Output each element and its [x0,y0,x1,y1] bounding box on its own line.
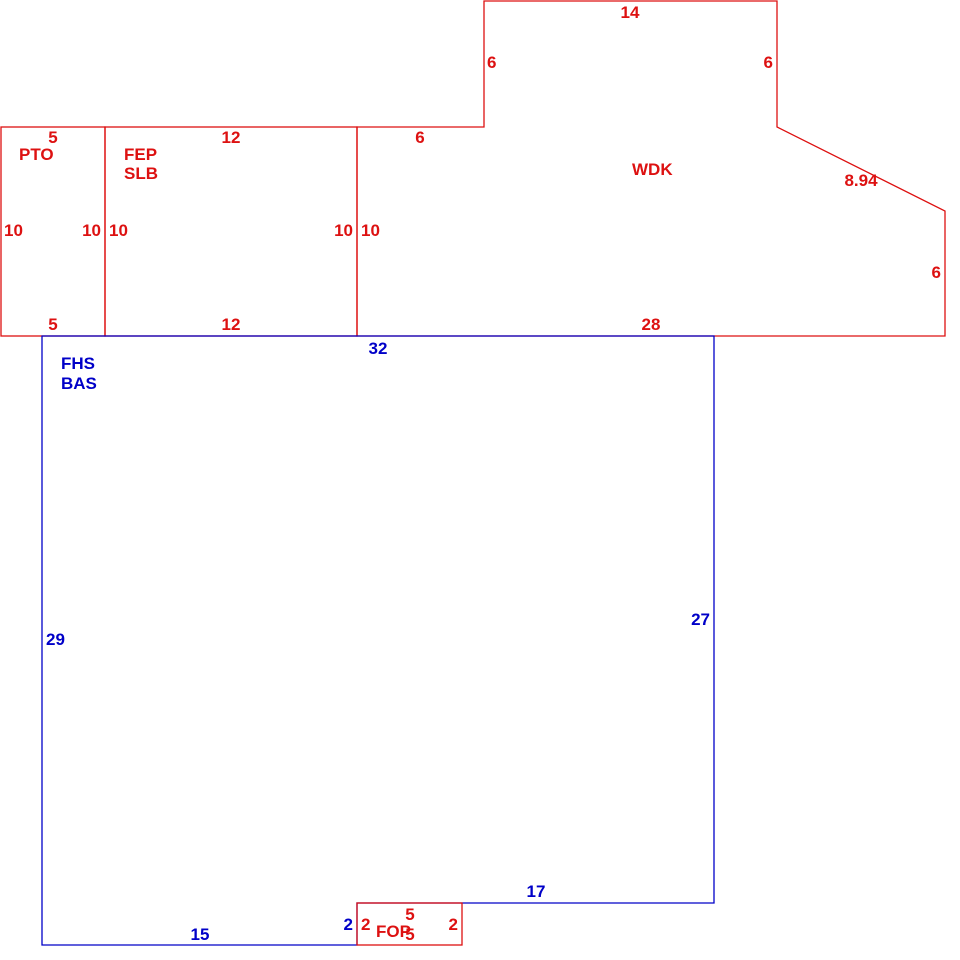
wdk-upper-left-dim: 6 [487,53,496,72]
wdk-left-dim: 10 [361,221,380,240]
fop-left-dim: 2 [361,915,370,934]
slb-left-dim: 10 [109,221,128,240]
pto-bottom-dim: 5 [48,315,57,334]
bas-top-dim: 32 [369,339,388,358]
wdk-label: WDK [632,160,673,179]
bas-notch-dim: 2 [344,915,353,934]
pto-right-dim: 10 [82,221,101,240]
area-wdk: 14 6 6 6 WDK 8.94 10 6 28 [356,0,946,337]
area-fop: 5 2 2 FOP 5 [356,902,463,946]
slb-label-slb: SLB [124,164,158,183]
wdk-top-dim: 14 [621,3,640,22]
wdk-step-dim: 6 [415,128,424,147]
bas-right-dim: 27 [691,610,710,629]
pto-left-dim: 10 [4,221,23,240]
wdk-diagonal-dim: 8.94 [844,171,878,190]
bas-bottom-left-dim: 15 [191,925,210,944]
fop-right-dim: 2 [449,915,458,934]
bas-label-bas: BAS [61,374,97,393]
fop-top-dim: 5 [405,905,414,924]
slb-right-dim: 10 [334,221,353,240]
area-bas: 32 FHS BAS 27 29 17 2 15 [41,335,715,946]
slb-bottom-dim: 12 [222,315,241,334]
fop-outline [356,902,463,946]
wdk-upper-right-dim: 6 [764,53,773,72]
wdk-bottom-dim: 28 [642,315,661,334]
bas-outline [41,335,715,946]
fop-bottom-dim: 5 [405,925,414,944]
bas-label-fhs: FHS [61,354,95,373]
wdk-right-dim: 6 [932,263,941,282]
area-pto: 5 PTO 10 10 5 [0,126,106,337]
slb-top-dim: 12 [222,128,241,147]
pto-label: PTO [19,145,54,164]
pto-top-dim: 5 [48,128,57,147]
bas-left-dim: 29 [46,630,65,649]
area-slb: 12 FEP SLB 10 10 12 [104,126,358,337]
slb-label-fep: FEP [124,145,157,164]
bas-bottom-right-dim: 17 [527,882,546,901]
fop-label: FOP [376,922,411,941]
